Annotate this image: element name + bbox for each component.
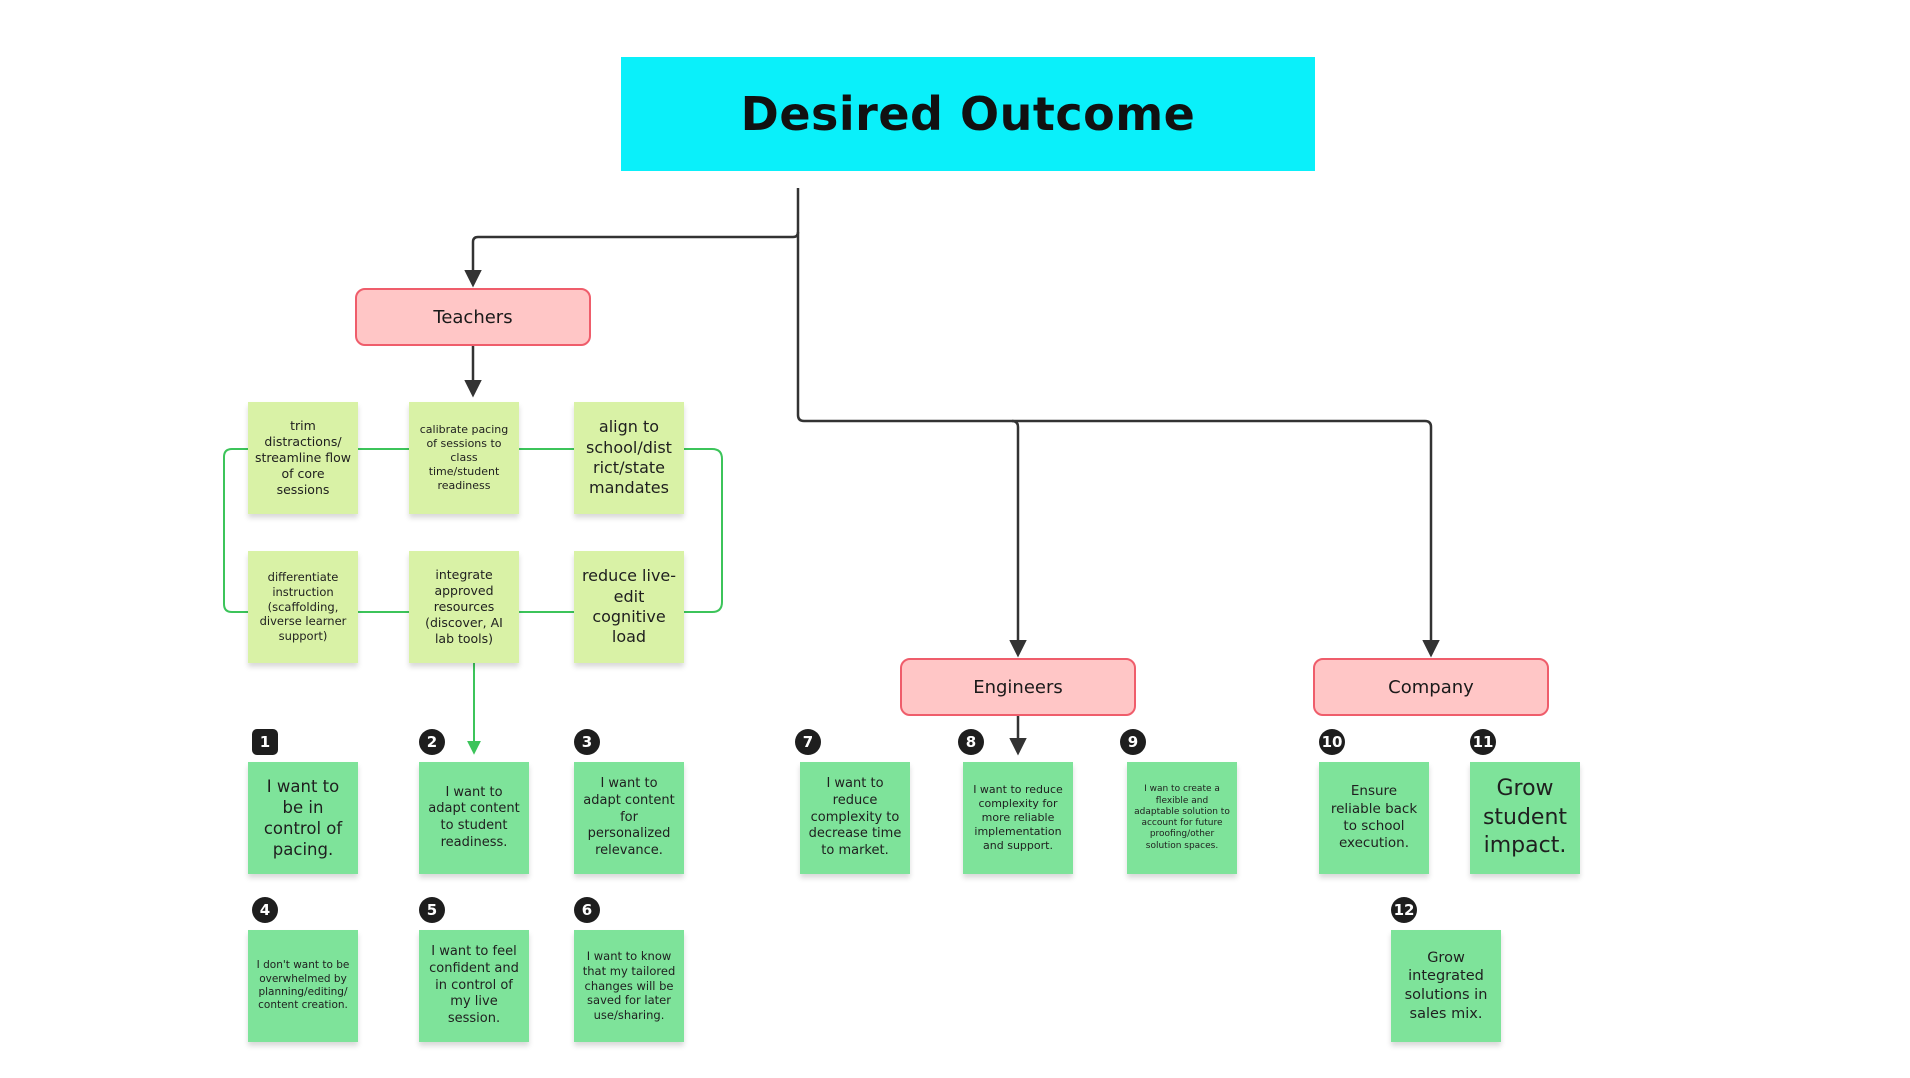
- task-sticky-trim-distractions: trim distractions/ streamline flow of co…: [248, 402, 358, 514]
- connector-outcome-to-company: [1012, 419, 1440, 658]
- need-sticky: I want to reduce complexity to decrease …: [800, 762, 910, 874]
- need-sticky: Grow integrated solutions in sales mix.: [1391, 930, 1501, 1042]
- desired-outcome-title: Desired Outcome: [740, 87, 1196, 141]
- need-number-badge: 10: [1319, 729, 1345, 755]
- task-sticky-integrate-resources: integrate approved resources (discover, …: [409, 551, 519, 663]
- connector-outcome-trunk: [796, 232, 1027, 658]
- task-sticky-align-mandates: align to school/dist rict/state mandates: [574, 402, 684, 514]
- need-sticky: I want to be in control of pacing.: [248, 762, 358, 874]
- task-sticky-calibrate-pacing: calibrate pacing of sessions to class ti…: [409, 402, 519, 514]
- need-number-badge: 12: [1391, 897, 1417, 923]
- desired-outcome-box: Desired Outcome: [621, 57, 1315, 171]
- need-number-badge: 8: [958, 729, 984, 755]
- need-sticky: Ensure reliable back to school execution…: [1319, 762, 1429, 874]
- task-loop-connector: [223, 448, 723, 613]
- need-number-badge: 1: [252, 729, 278, 755]
- need-number-badge: 3: [574, 729, 600, 755]
- need-sticky: I want to feel confident and in control …: [419, 930, 529, 1042]
- need-number-badge: 11: [1470, 729, 1496, 755]
- task-sticky-differentiate-instruction: differentiate instruction (scaffolding, …: [248, 551, 358, 663]
- need-sticky: I want to adapt content for personalized…: [574, 762, 684, 874]
- need-sticky: I want to know that my tailored changes …: [574, 930, 684, 1042]
- need-sticky: I wan to create a flexible and adaptable…: [1127, 762, 1237, 874]
- engineers-group-box: Engineers: [900, 658, 1136, 716]
- task-sticky-reduce-cognitive-load: reduce live-edit cognitive load: [574, 551, 684, 663]
- need-sticky: I want to reduce complexity for more rel…: [963, 762, 1073, 874]
- need-number-badge: 4: [252, 897, 278, 923]
- need-sticky: I don't want to be overwhelmed by planni…: [248, 930, 358, 1042]
- connector-outcome-to-teachers: [464, 188, 800, 288]
- need-number-badge: 6: [574, 897, 600, 923]
- need-sticky: Grow student impact.: [1470, 762, 1580, 874]
- teachers-group-box: Teachers: [355, 288, 591, 346]
- need-number-badge: 9: [1120, 729, 1146, 755]
- need-number-badge: 7: [795, 729, 821, 755]
- company-group-box: Company: [1313, 658, 1549, 716]
- need-sticky: I want to adapt content to student readi…: [419, 762, 529, 874]
- need-number-badge: 5: [419, 897, 445, 923]
- need-number-badge: 2: [419, 729, 445, 755]
